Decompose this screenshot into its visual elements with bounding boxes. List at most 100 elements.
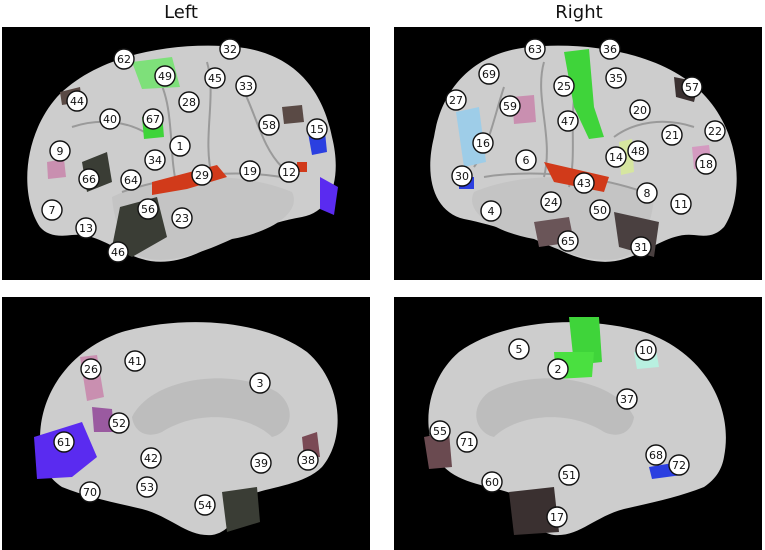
left-medial-dark-region: [222, 487, 260, 532]
region-marker-circle: [235, 75, 257, 97]
region-marker-label: 5: [516, 343, 523, 356]
region-red-2: [297, 162, 307, 172]
region-marker-circle: [472, 132, 494, 154]
region-marker-51: 51: [558, 464, 580, 486]
region-marker-4: 4: [480, 200, 502, 222]
region-marker-label: 29: [195, 169, 209, 182]
region-marker-61: 61: [53, 431, 75, 453]
region-marker-label: 70: [83, 486, 97, 499]
region-marker-circle: [630, 236, 652, 258]
region-marker-10: 10: [635, 339, 657, 361]
region-marker-48: 48: [627, 140, 649, 162]
region-marker-circle: [629, 99, 651, 121]
region-marker-39: 39: [250, 452, 272, 474]
region-marker-49: 49: [154, 65, 176, 87]
region-marker-circle: [670, 193, 692, 215]
region-marker-circle: [144, 149, 166, 171]
region-marker-label: 16: [476, 137, 490, 150]
region-marker-label: 52: [112, 417, 126, 430]
region-marker-label: 38: [301, 454, 315, 467]
region-marker-circle: [557, 110, 579, 132]
region-marker-circle: [547, 358, 569, 380]
left-hemisphere-title: Left: [164, 2, 198, 23]
region-marker-label: 19: [243, 165, 257, 178]
region-marker-9: 9: [49, 140, 71, 162]
region-marker-circle: [515, 149, 537, 171]
region-marker-26: 26: [80, 358, 102, 380]
panel-left-medial: 41 26 3 52 61 42 39 38 70 53 54: [2, 297, 370, 550]
region-marker-circle: [553, 75, 575, 97]
region-marker-25: 25: [553, 75, 575, 97]
region-marker-label: 24: [544, 196, 558, 209]
region-marker-circle: [113, 48, 135, 70]
region-marker-label: 64: [124, 174, 138, 187]
region-marker-label: 53: [140, 481, 154, 494]
region-marker-53: 53: [136, 476, 158, 498]
region-marker-label: 20: [633, 104, 647, 117]
region-marker-label: 18: [699, 158, 713, 171]
region-marker-circle: [540, 191, 562, 213]
region-marker-circle: [499, 95, 521, 117]
region-marker-circle: [605, 67, 627, 89]
region-marker-2: 2: [547, 358, 569, 380]
left-medial-brain-figure: 41 26 3 52 61 42 39 38 70 53 54: [34, 322, 338, 536]
region-marker-circle: [478, 63, 500, 85]
region-marker-circle: [108, 412, 130, 434]
right-medial-maroon: [424, 432, 452, 469]
region-marker-label: 69: [482, 68, 496, 81]
region-pink: [47, 159, 66, 179]
region-marker-56: 56: [137, 198, 159, 220]
region-marker-27: 27: [445, 89, 467, 111]
region-marker-44: 44: [66, 90, 88, 112]
region-marker-label: 63: [528, 43, 542, 56]
region-marker-54: 54: [194, 494, 216, 516]
region-marker-circle: [616, 388, 638, 410]
region-marker-circle: [668, 454, 690, 476]
region-marker-label: 1: [177, 140, 184, 153]
region-marker-29: 29: [191, 164, 213, 186]
region-marker-label: 62: [117, 53, 131, 66]
region-marker-label: 55: [433, 425, 447, 438]
region-marker-34: 34: [144, 149, 166, 171]
region-marker-60: 60: [481, 471, 503, 493]
region-marker-circle: [635, 339, 657, 361]
region-marker-circle: [239, 160, 261, 182]
region-marker-label: 58: [262, 119, 276, 132]
region-marker-circle: [140, 447, 162, 469]
region-marker-label: 61: [57, 436, 71, 449]
region-marker-circle: [53, 431, 75, 453]
region-marker-46: 46: [107, 241, 129, 263]
region-marker-label: 13: [79, 222, 93, 235]
region-marker-1: 1: [169, 135, 191, 157]
region-marker-67: 67: [142, 108, 164, 130]
region-marker-label: 46: [111, 246, 125, 259]
region-marker-circle: [481, 471, 503, 493]
region-marker-63: 63: [524, 38, 546, 60]
region-marker-label: 3: [257, 377, 264, 390]
region-marker-label: 40: [103, 113, 117, 126]
region-marker-22: 22: [704, 120, 726, 142]
region-marker-label: 27: [449, 94, 463, 107]
right-medial-dark-region: [509, 487, 559, 535]
region-marker-circle: [75, 217, 97, 239]
region-marker-41: 41: [124, 350, 146, 372]
region-marker-label: 32: [223, 43, 237, 56]
region-marker-label: 21: [665, 129, 679, 142]
region-marker-label: 8: [644, 187, 651, 200]
region-marker-label: 25: [557, 80, 571, 93]
region-marker-label: 26: [84, 363, 98, 376]
region-marker-label: 42: [144, 452, 158, 465]
region-marker-13: 13: [75, 217, 97, 239]
region-marker-label: 44: [70, 95, 84, 108]
region-marker-label: 50: [593, 204, 607, 217]
region-marker-label: 71: [460, 436, 474, 449]
region-marker-circle: [508, 338, 530, 360]
region-marker-15: 15: [306, 118, 328, 140]
left-medial-violet-2: [92, 407, 114, 432]
region-marker-23: 23: [171, 207, 193, 229]
region-marker-18: 18: [695, 153, 717, 175]
region-marker-circle: [191, 164, 213, 186]
